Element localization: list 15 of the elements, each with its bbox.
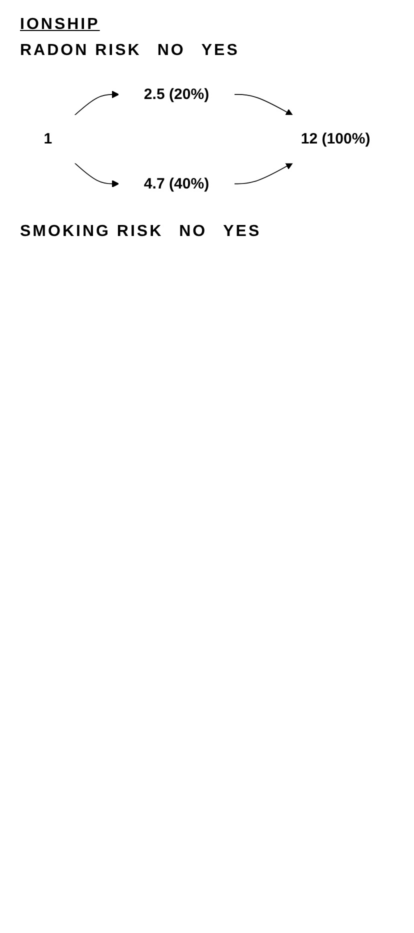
column-label: YES bbox=[201, 42, 240, 60]
node-text: 12 (100%) bbox=[300, 130, 370, 148]
arrow bbox=[74, 162, 120, 188]
node-text: 4.7 (40%) bbox=[144, 175, 210, 192]
node-text: 2.5 (20%) bbox=[144, 86, 210, 102]
column-label: NO bbox=[157, 42, 186, 60]
arrow bbox=[234, 162, 293, 184]
heading-text: IONSHIP bbox=[20, 16, 100, 34]
arrow bbox=[234, 94, 293, 116]
node-text: 1 bbox=[44, 130, 52, 148]
row-label: YES bbox=[223, 223, 262, 242]
row-label: NO bbox=[179, 223, 208, 242]
axis-title: SMOKING RISK bbox=[20, 223, 164, 242]
arrow bbox=[74, 90, 120, 116]
axis-title: RADON RISK bbox=[20, 42, 142, 60]
